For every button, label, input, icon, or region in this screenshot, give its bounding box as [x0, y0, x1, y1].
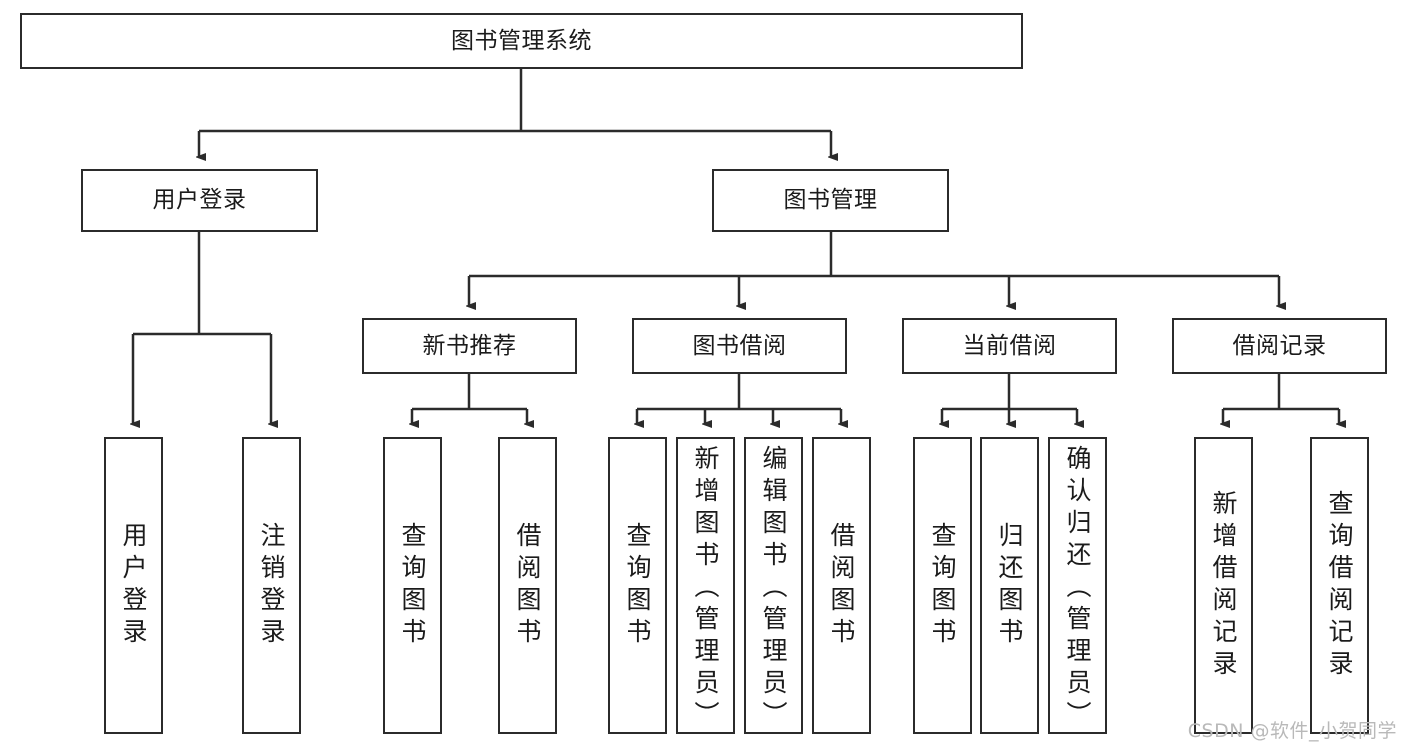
node-label: 归还图书 — [995, 521, 1024, 650]
leaf-add-borrow-record[interactable]: 新增借阅记录 — [1194, 437, 1253, 734]
node-label: 当前借阅 — [962, 332, 1057, 359]
leaf-query-book-borrow[interactable]: 查询图书 — [608, 437, 667, 734]
node-book-management[interactable]: 图书管理 — [712, 169, 949, 232]
node-label: 编辑图书（管理员） — [759, 445, 788, 733]
node-new-book-recommendation[interactable]: 新书推荐 — [362, 318, 577, 374]
node-label: 查询图书 — [928, 521, 957, 650]
node-current-borrow[interactable]: 当前借阅 — [902, 318, 1117, 374]
node-label: 借阅记录 — [1232, 332, 1327, 359]
node-label: 用户登录 — [152, 187, 247, 214]
node-label: 查询借阅记录 — [1325, 489, 1354, 682]
node-label: 借阅图书 — [513, 521, 542, 650]
node-borrow-record[interactable]: 借阅记录 — [1172, 318, 1387, 374]
node-user-login[interactable]: 用户登录 — [81, 169, 318, 232]
leaf-query-book-current[interactable]: 查询图书 — [913, 437, 972, 734]
leaf-confirm-return-admin[interactable]: 确认归还（管理员） — [1048, 437, 1107, 734]
leaf-return-book[interactable]: 归还图书 — [980, 437, 1039, 734]
node-label: 图书管理 — [783, 187, 878, 214]
watermark-text: CSDN @软件_小贺同学 — [1187, 720, 1397, 742]
leaf-borrow-book[interactable]: 借阅图书 — [812, 437, 871, 734]
leaf-add-book-admin[interactable]: 新增图书（管理员） — [676, 437, 735, 734]
leaf-logout-login[interactable]: 注销登录 — [242, 437, 301, 734]
node-label: 确认归还（管理员） — [1063, 445, 1092, 733]
leaf-user-login[interactable]: 用户登录 — [104, 437, 163, 734]
leaf-edit-book-admin[interactable]: 编辑图书（管理员） — [744, 437, 803, 734]
node-label: 新增图书（管理员） — [691, 445, 720, 733]
node-label: 借阅图书 — [827, 521, 856, 650]
node-label: 新书推荐 — [422, 332, 517, 359]
leaf-query-book-newbook[interactable]: 查询图书 — [383, 437, 442, 734]
node-label: 新增借阅记录 — [1209, 489, 1238, 682]
node-label: 查询图书 — [398, 521, 427, 650]
node-label: 图书管理系统 — [451, 27, 592, 54]
node-label: 注销登录 — [257, 521, 286, 650]
node-label: 图书借阅 — [692, 332, 787, 359]
node-root-book-management-system[interactable]: 图书管理系统 — [20, 13, 1023, 69]
node-label: 用户登录 — [119, 521, 148, 650]
leaf-borrow-book-newbook[interactable]: 借阅图书 — [498, 437, 557, 734]
node-book-borrow[interactable]: 图书借阅 — [632, 318, 847, 374]
node-label: 查询图书 — [623, 521, 652, 650]
leaf-query-borrow-record[interactable]: 查询借阅记录 — [1310, 437, 1369, 734]
